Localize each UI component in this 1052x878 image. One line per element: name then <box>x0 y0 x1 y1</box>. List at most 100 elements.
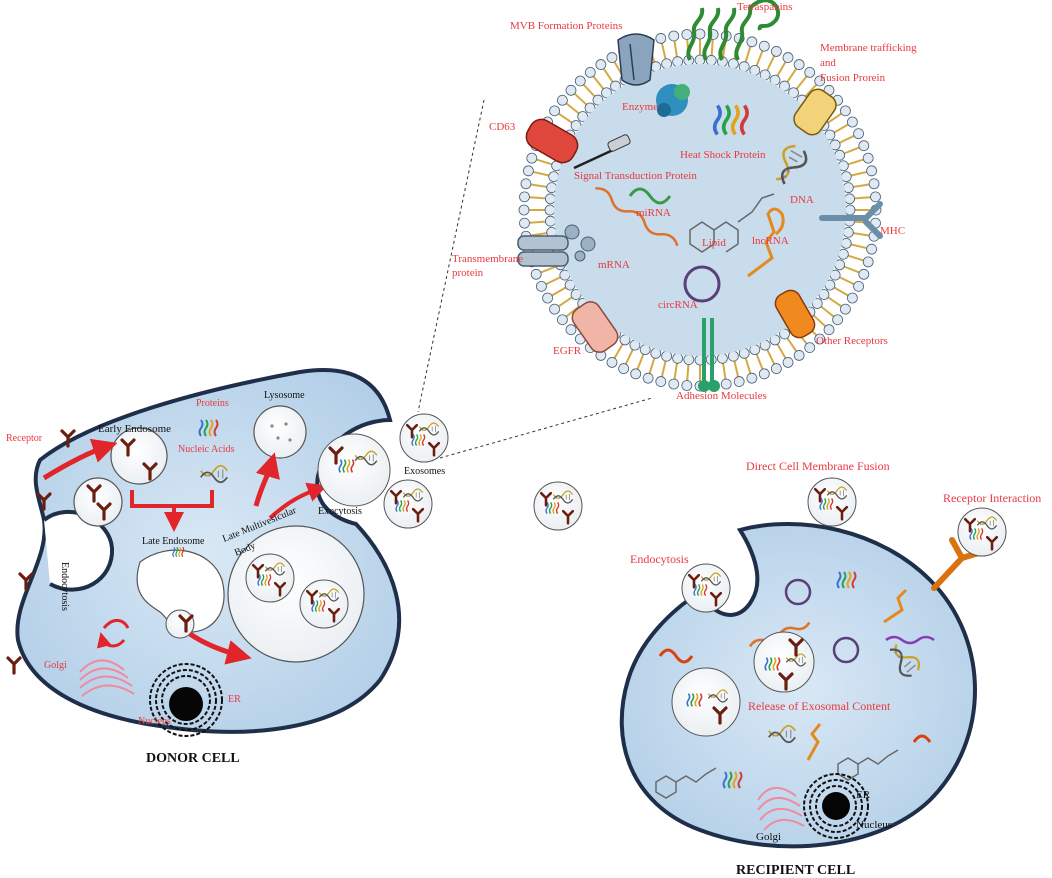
membrane-trafficking-protein-icon <box>793 88 837 136</box>
lipid-tail <box>545 276 561 286</box>
heat-shock-protein-label: Heat Shock Protein <box>680 149 766 161</box>
lipid-tail <box>833 286 849 297</box>
cd63-label: CD63 <box>489 121 516 133</box>
lipid-tail <box>776 61 787 77</box>
lipid-tail <box>833 123 849 134</box>
er-icon <box>149 663 223 737</box>
receptor-icon <box>6 656 22 675</box>
lncrna-icon <box>806 723 822 761</box>
fusing-exosome <box>808 478 856 526</box>
lipid-head <box>746 372 758 384</box>
lipid-head <box>668 30 680 42</box>
lipid-tail <box>755 50 764 67</box>
lipid-head <box>606 52 618 63</box>
lipid-head <box>814 333 826 345</box>
lipid-head <box>546 182 558 194</box>
lipid-tail <box>558 112 573 124</box>
transmembrane-label-line2: protein <box>452 267 484 279</box>
intraluminal-exosome <box>246 554 294 602</box>
lipid-tail <box>529 220 546 224</box>
enzyme-icon <box>656 84 690 117</box>
exocytosis-vesicle <box>317 433 391 507</box>
lipid-head <box>565 324 577 336</box>
exosome-icon <box>384 480 432 528</box>
dna-label: DNA <box>790 194 814 206</box>
mrna-icon <box>885 635 935 645</box>
lncrna-icon <box>747 207 785 278</box>
lipid-head <box>823 324 835 336</box>
mirna-icon <box>628 187 672 205</box>
lipid-head <box>705 55 717 66</box>
intraluminal-exosome <box>300 580 348 628</box>
lipid-head <box>858 140 870 152</box>
early-endosome-label: Early Endosome <box>98 423 171 435</box>
circrna-icon <box>784 578 812 606</box>
lipid-head <box>770 363 782 374</box>
lysosome-label: Lysosome <box>264 390 305 401</box>
lipid-head <box>758 40 770 52</box>
lipid-head <box>847 116 858 128</box>
mirna-icon <box>912 734 932 743</box>
lipid-head <box>868 178 880 190</box>
lipid-tail <box>766 349 776 365</box>
recipient-golgi-label: Golgi <box>756 831 781 843</box>
direct-fusion-label: Direct Cell Membrane Fusion <box>746 459 890 473</box>
recipient-cell: Direct Cell Membrane Fusion Receptor Int… <box>619 459 1041 878</box>
lipid-head <box>844 193 855 205</box>
arrow-to-mvb <box>188 631 252 665</box>
lipid-head <box>788 87 799 99</box>
ligand-balls-icon <box>564 224 596 262</box>
lipid-head <box>804 342 816 354</box>
lipid-tail <box>744 46 752 63</box>
golgi-label: Golgi <box>44 660 67 671</box>
lipid-head <box>655 376 667 387</box>
adhesion-molecule-icon <box>698 318 720 392</box>
lipid-tail <box>540 265 557 274</box>
lipid-head <box>832 314 844 326</box>
lipid-head <box>758 368 770 380</box>
circrna-icon <box>832 636 860 664</box>
lipid-tail <box>839 134 855 144</box>
lipid-head <box>556 314 568 326</box>
enzyme-label: Enzyme <box>622 101 658 113</box>
membrane-trafficking-label-line2: and <box>820 57 836 69</box>
membrane-trafficking-label-line3: Fusion Prorein <box>820 72 886 84</box>
lipid-tail <box>660 360 667 377</box>
arrow-golgi-cycle <box>102 619 130 646</box>
lipid-head <box>592 94 604 106</box>
lipid-head <box>556 94 568 106</box>
recipient-endocytosis-label: Endocytosis <box>630 552 689 566</box>
tetraspanins-label: Tetraspanins <box>737 1 792 13</box>
lipid-head <box>733 376 745 387</box>
other-receptor-icon <box>774 289 816 339</box>
lipid-tail <box>582 83 596 98</box>
lipid-tail <box>722 363 727 380</box>
lipid-tail <box>529 196 546 200</box>
lipid-head <box>840 303 851 315</box>
tetraspanin-icon <box>686 0 781 61</box>
mirna-label: miRNA <box>636 207 671 219</box>
lipid-tail <box>744 357 752 374</box>
lipid-head <box>847 292 858 304</box>
lipid-tail <box>755 353 764 370</box>
lipid-tail <box>565 102 580 115</box>
mvb-formation-proteins-label: MVB Formation Proteins <box>510 20 622 32</box>
lipid-tail <box>624 349 634 365</box>
lipid-head <box>782 52 794 63</box>
lipid-tail <box>776 343 787 359</box>
mirna-icon <box>658 648 694 664</box>
lipid-head <box>866 243 877 255</box>
lipid-head <box>574 75 586 87</box>
signal-transduction-protein-icon <box>573 134 631 170</box>
lipid-head <box>811 298 823 309</box>
lipid-head <box>530 268 542 280</box>
lipid-tail <box>660 43 667 60</box>
lipid-head <box>668 378 680 390</box>
circrna-icon <box>683 265 721 303</box>
receptor-label: Receptor <box>6 433 43 444</box>
lipid-head <box>804 66 816 78</box>
signal-transduction-protein-label: Signal Transduction Protein <box>574 170 697 182</box>
lipid-head <box>842 182 854 194</box>
lipid-tail <box>766 55 776 71</box>
lipid-head <box>694 28 706 40</box>
